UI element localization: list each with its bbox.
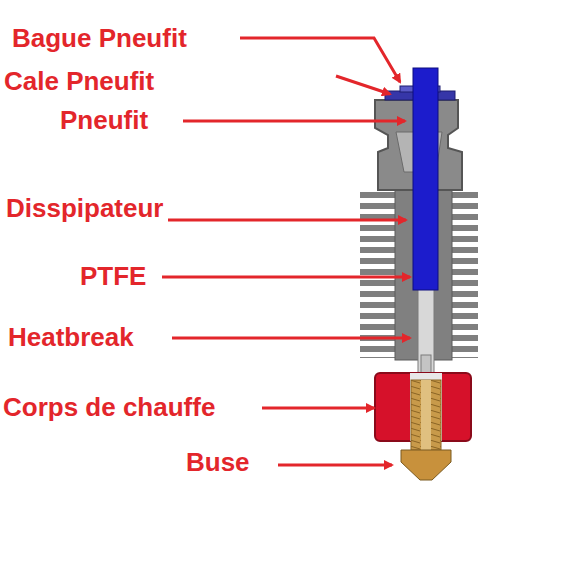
part-label: Cale Pneufit	[4, 66, 154, 96]
leader-arrow	[183, 120, 405, 123]
nozzle-thread	[411, 380, 441, 450]
part-label: Pneufit	[60, 105, 148, 135]
leader-arrow	[162, 276, 410, 279]
nozzle-bore	[421, 380, 431, 450]
nozzle-tip	[401, 450, 451, 480]
leader-arrow	[278, 464, 392, 467]
part-label: Corps de chauffe	[3, 392, 215, 422]
part-label: Disspipateur	[6, 193, 164, 223]
leader-arrow	[336, 76, 390, 94]
leader-arrow	[168, 219, 406, 222]
leader-arrow	[262, 407, 374, 410]
leader-arrow	[240, 38, 400, 82]
part-label: Buse	[186, 447, 250, 477]
ptfe-tube	[413, 68, 438, 290]
part-label: Heatbreak	[8, 322, 134, 352]
part-label: Bague Pneufit	[12, 23, 187, 53]
leader-arrow	[172, 337, 410, 340]
part-label: PTFE	[80, 261, 146, 291]
